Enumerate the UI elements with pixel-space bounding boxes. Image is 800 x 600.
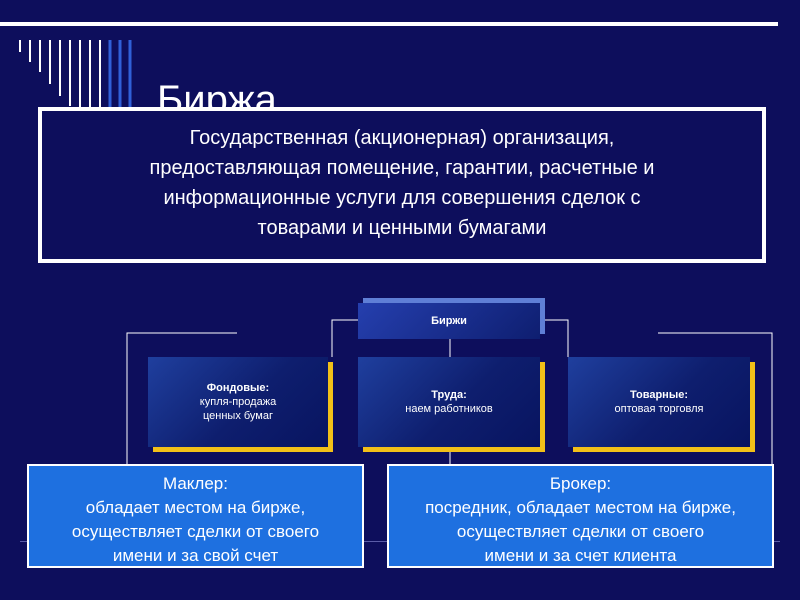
definition-box: Государственная (акционерная) организаци… xyxy=(38,107,766,263)
callout-title: Брокер: xyxy=(549,474,612,493)
node-line: оптовая торговля xyxy=(614,403,704,415)
connector-right-bracket-outer xyxy=(658,332,773,467)
definition-line: предоставляющая помещение, гарантии, рас… xyxy=(149,157,655,179)
connector-right-bracket xyxy=(545,319,569,357)
connector-left-bracket-outer xyxy=(126,332,237,467)
node-title: Товарные: xyxy=(629,389,689,401)
node-root-label: Биржи xyxy=(431,315,467,327)
definition-text: Государственная (акционерная) организаци… xyxy=(42,123,762,243)
node-fondovye: Фондовые: купля-продажа ценных бумаг xyxy=(148,357,328,447)
connector-left-bracket xyxy=(331,319,358,357)
callout-broker: Брокер: посредник, обладает местом на би… xyxy=(387,464,774,568)
callout-line: осуществляет сделки от своего xyxy=(71,522,320,541)
node-truda: Труда: наем работников xyxy=(358,357,540,447)
node-tovarnye: Товарные: оптовая торговля xyxy=(568,357,750,447)
callout-line: осуществляет сделки от своего xyxy=(456,522,705,541)
node-title: Труда: xyxy=(431,389,467,401)
node-birzhi: Биржи xyxy=(358,303,540,339)
node-line: ценных бумаг xyxy=(202,410,274,422)
callout-line: имени и за свой счет xyxy=(112,546,279,565)
node-line: наем работников xyxy=(405,403,493,415)
callout-makler: Маклер: обладает местом на бирже, осущес… xyxy=(27,464,364,568)
callout-line: обладает местом на бирже, xyxy=(85,498,306,517)
callout-line: посредник, обладает местом на бирже, xyxy=(425,498,736,517)
callout-title: Маклер: xyxy=(163,474,228,493)
definition-line: Государственная (акционерная) организаци… xyxy=(189,127,615,149)
node-title: Фондовые: xyxy=(206,382,270,394)
top-rule xyxy=(0,22,778,26)
definition-line: товарами и ценными бумагами xyxy=(257,217,547,239)
definition-line: информационные услуги для совершения сде… xyxy=(163,187,641,209)
node-line: купля-продажа xyxy=(199,396,277,408)
callout-line: имени и за счет клиента xyxy=(484,546,677,565)
